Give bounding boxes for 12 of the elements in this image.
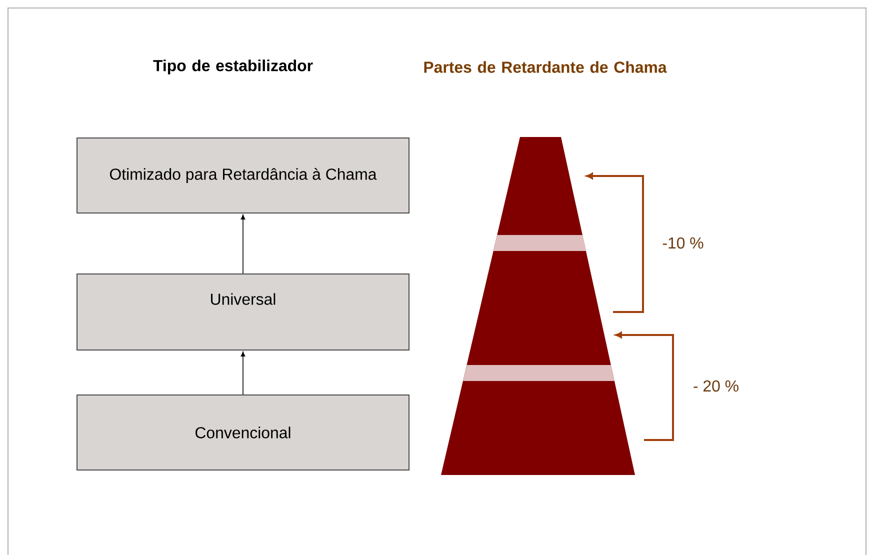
stabilizer-box	[76, 394, 410, 470]
column-heading: Tipo de estabilizador	[153, 60, 313, 74]
box-label: Convencional	[196, 426, 290, 438]
arrow	[240, 214, 246, 274]
column-heading: Partes de Retardante de Chama	[424, 61, 667, 73]
percent-label: - 20 %	[694, 380, 738, 392]
box-label: Otimizado para Retardância à Chama	[110, 168, 377, 184]
stabilizer-box	[76, 274, 410, 350]
percent-label: -10 %	[662, 237, 704, 249]
arrow	[240, 352, 246, 395]
box-label: Universal	[211, 293, 276, 305]
stabilizer-box	[76, 138, 410, 214]
